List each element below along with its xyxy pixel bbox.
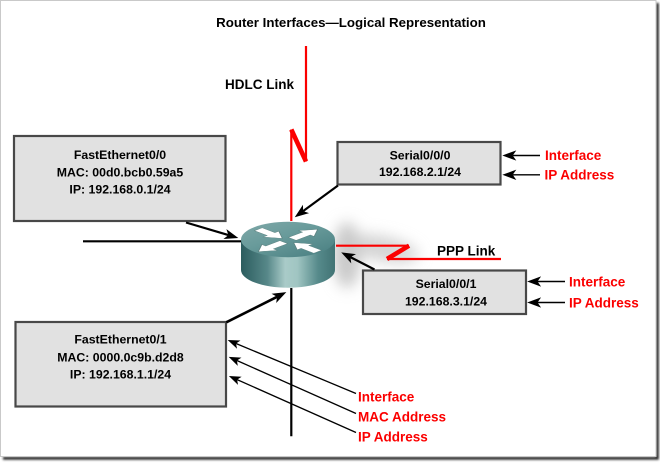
svg-text:IP: 192.168.0.1/24: IP: 192.168.0.1/24: [69, 183, 170, 197]
svg-text:Router Interfaces—Logical Repr: Router Interfaces—Logical Representation: [216, 15, 486, 30]
svg-text:IP Address: IP Address: [545, 168, 615, 183]
svg-text:MAC Address: MAC Address: [358, 410, 446, 425]
svg-text:192.168.3.1/24: 192.168.3.1/24: [405, 295, 487, 309]
svg-text:FastEthernet0/1: FastEthernet0/1: [74, 333, 166, 347]
svg-text:Interface: Interface: [569, 275, 626, 290]
svg-text:PPP Link: PPP Link: [437, 244, 496, 259]
svg-text:MAC: 0000.0c9b.d2d8: MAC: 0000.0c9b.d2d8: [57, 351, 184, 365]
svg-text:192.168.2.1/24: 192.168.2.1/24: [379, 165, 461, 179]
svg-text:Serial0/0/1: Serial0/0/1: [416, 277, 477, 291]
svg-text:FastEthernet0/0: FastEthernet0/0: [74, 148, 166, 162]
svg-text:Serial0/0/0: Serial0/0/0: [390, 149, 451, 163]
svg-text:IP Address: IP Address: [569, 296, 639, 311]
svg-text:Interface: Interface: [545, 148, 602, 163]
svg-text:MAC: 00d0.bcb0.59a5: MAC: 00d0.bcb0.59a5: [57, 166, 184, 180]
svg-text:Interface: Interface: [358, 390, 415, 405]
svg-text:IP: 192.168.1.1/24: IP: 192.168.1.1/24: [70, 368, 171, 382]
svg-text:IP Address: IP Address: [358, 430, 428, 445]
svg-text:HDLC Link: HDLC Link: [225, 77, 294, 92]
